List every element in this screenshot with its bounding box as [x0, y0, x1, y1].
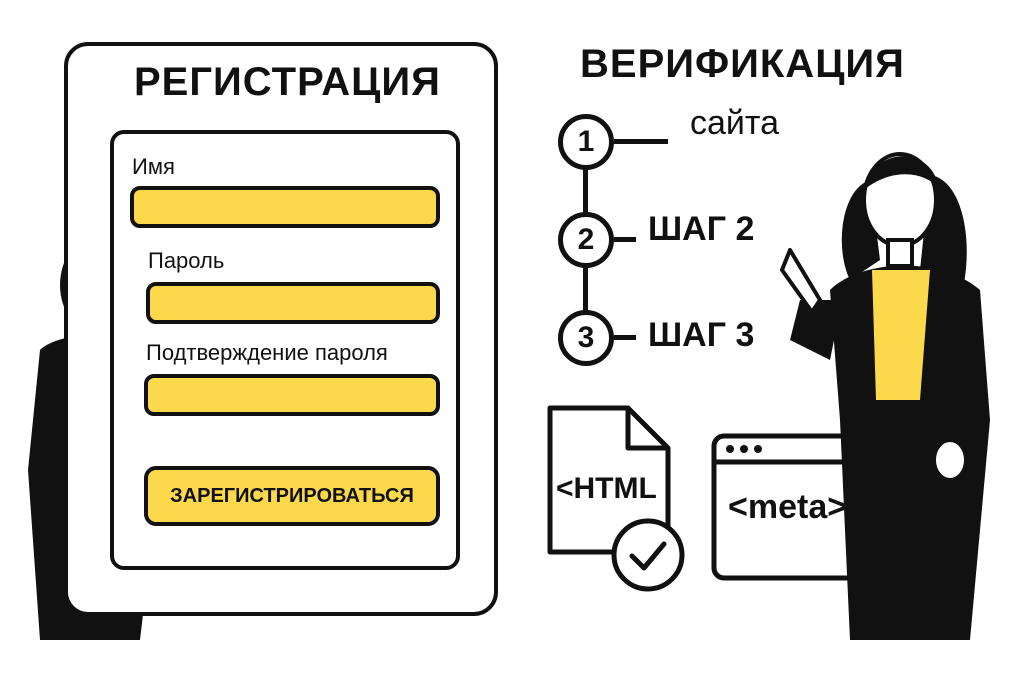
html-file-icon	[547, 405, 671, 555]
step-3-circle: 3	[558, 310, 614, 366]
name-label: Имя	[132, 154, 175, 179]
step-2-label: ШАГ 2	[648, 210, 755, 248]
step-1-label: сайта	[690, 104, 780, 142]
step-1-dash	[614, 139, 668, 144]
woman-figure	[780, 152, 990, 640]
step-3-dash	[614, 335, 636, 340]
confirm-password-label: Подтверждение пароля	[146, 340, 388, 365]
password-input[interactable]	[146, 282, 440, 324]
step-3-label: ШАГ 3	[648, 316, 755, 354]
step-2-dash	[614, 237, 636, 242]
verification-title: ВЕРИФИКАЦИЯ	[580, 42, 905, 86]
password-label: Пароль	[148, 248, 225, 273]
meta-tag-label: <meta>	[728, 488, 848, 526]
register-button[interactable]: ЗАРЕГИСТРИРОВАТЬСЯ	[144, 466, 440, 526]
html-file-label: <HTML	[556, 472, 657, 505]
step-1-circle: 1	[558, 114, 614, 170]
html-check-icon	[611, 518, 685, 592]
confirm-password-input[interactable]	[144, 374, 440, 416]
name-input[interactable]	[130, 186, 440, 228]
registration-title: РЕГИСТРАЦИЯ	[134, 60, 441, 104]
step-2-circle: 2	[558, 212, 614, 268]
